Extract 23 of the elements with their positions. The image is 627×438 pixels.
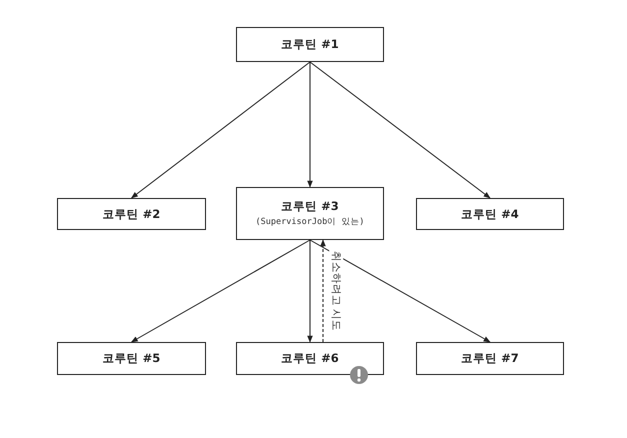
box-title: 코루틴 #3: [281, 199, 339, 214]
arrow: [307, 62, 313, 188]
arrow: [130, 62, 310, 198]
box-title: 코루틴 #7: [461, 351, 519, 366]
process-box: [57, 198, 206, 230]
arrow: [307, 240, 313, 343]
process-box: [236, 342, 384, 375]
process-box: [57, 342, 206, 375]
box-title: 코루틴 #6: [281, 351, 339, 366]
process-box: [236, 27, 384, 62]
arrow: [310, 62, 491, 198]
box-note: (SupervisorJob이 있는): [256, 216, 364, 228]
box-title: 코루틴 #5: [102, 351, 160, 366]
box-title: 코루틴 #4: [461, 206, 519, 222]
process-box: [236, 187, 384, 240]
arrow: [320, 239, 326, 342]
arrow: [130, 240, 310, 342]
edge-label: 취소하려고 시도: [329, 250, 344, 332]
arrow: [310, 240, 491, 342]
process-box: [416, 342, 564, 375]
box-title: 코루틴 #2: [102, 206, 160, 222]
box-title: 코루틴 #1: [281, 37, 339, 52]
process-box: [416, 198, 564, 230]
